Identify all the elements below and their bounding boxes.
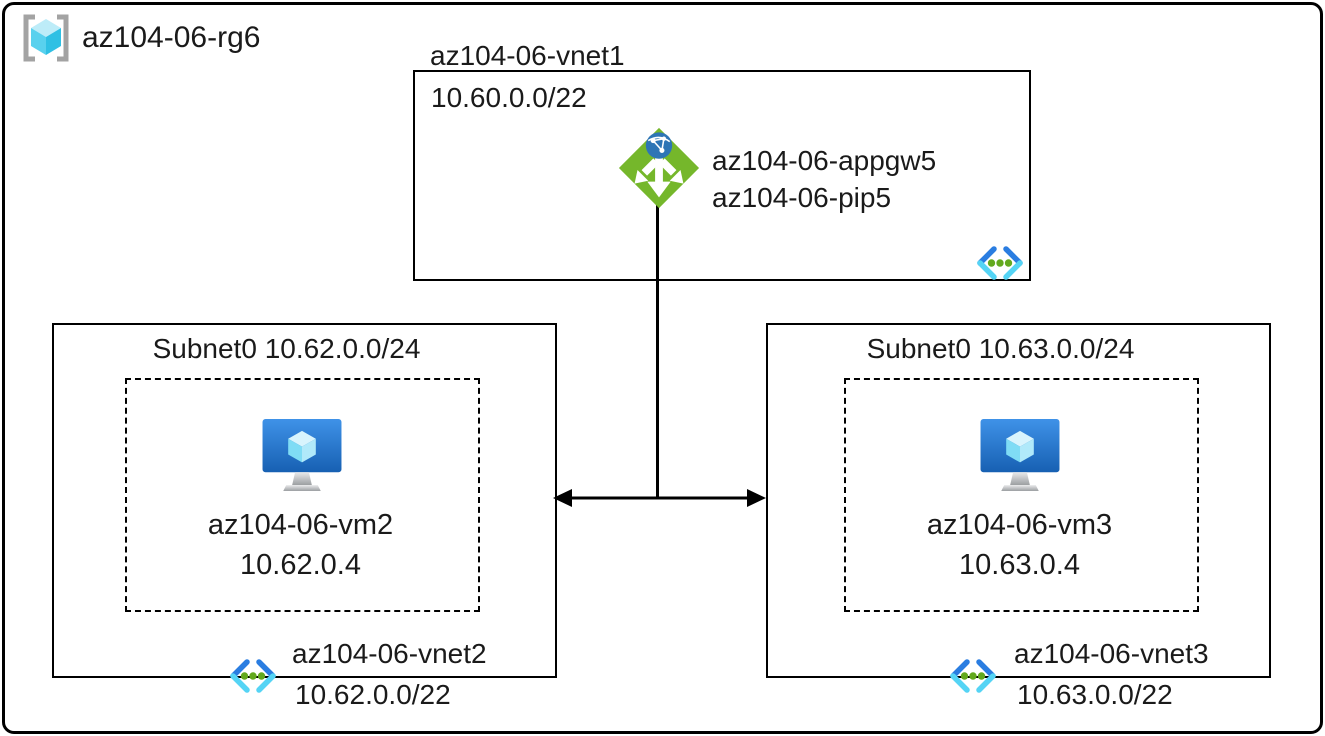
vm2-ip: 10.62.0.4 (240, 549, 361, 581)
application-gateway-icon (618, 127, 700, 209)
subnet0-boundary-right (844, 378, 1199, 612)
vm2-name: az104-06-vm2 (207, 509, 394, 541)
vm3-name: az104-06-vm3 (926, 509, 1113, 541)
subnet0-title-left: Subnet0 10.62.0.0/24 (152, 333, 421, 364)
vnet2-name: az104-06-vnet2 (292, 638, 487, 669)
vnet3-name: az104-06-vnet3 (1014, 638, 1209, 669)
vm3-ip: 10.63.0.4 (959, 549, 1080, 581)
vnet1-cidr: 10.60.0.0/22 (431, 82, 587, 113)
appgw-labels: az104-06-appgw5 az104-06-pip5 (712, 142, 936, 216)
virtual-machine-icon (262, 419, 342, 492)
virtual-network-icon (977, 246, 1023, 280)
vnet2-box: Subnet0 10.62.0.0/24 az104-06-vm2 10.62.… (52, 323, 557, 710)
vnet1-box: 10.60.0.0/22 az104-06-appgw5 (413, 70, 1031, 281)
virtual-machine-icon (980, 419, 1060, 492)
resource-group-name: az104-06-rg6 (82, 21, 261, 54)
subnet0-title-right: Subnet0 10.63.0.0/24 (866, 333, 1135, 364)
appgw-name: az104-06-appgw5 (712, 145, 937, 176)
vnet2-cidr: 10.62.0.0/22 (295, 679, 451, 710)
vnet3-cidr: 10.63.0.0/22 (1017, 679, 1173, 710)
arrowhead-left (553, 489, 572, 507)
virtual-network-icon (950, 659, 996, 693)
pip-name: az104-06-pip5 (712, 182, 892, 213)
virtual-network-icon (230, 659, 276, 693)
vnet1-title: az104-06-vnet1 (430, 40, 625, 71)
subnet0-boundary-left (125, 378, 480, 612)
resource-group-header: az104-06-rg6 (20, 13, 260, 63)
vnet3-box: Subnet0 10.63.0.0/24 az104-06-vm3 10.63.… (766, 323, 1271, 710)
resource-group-icon (23, 14, 69, 62)
arrowhead-right (747, 489, 766, 507)
